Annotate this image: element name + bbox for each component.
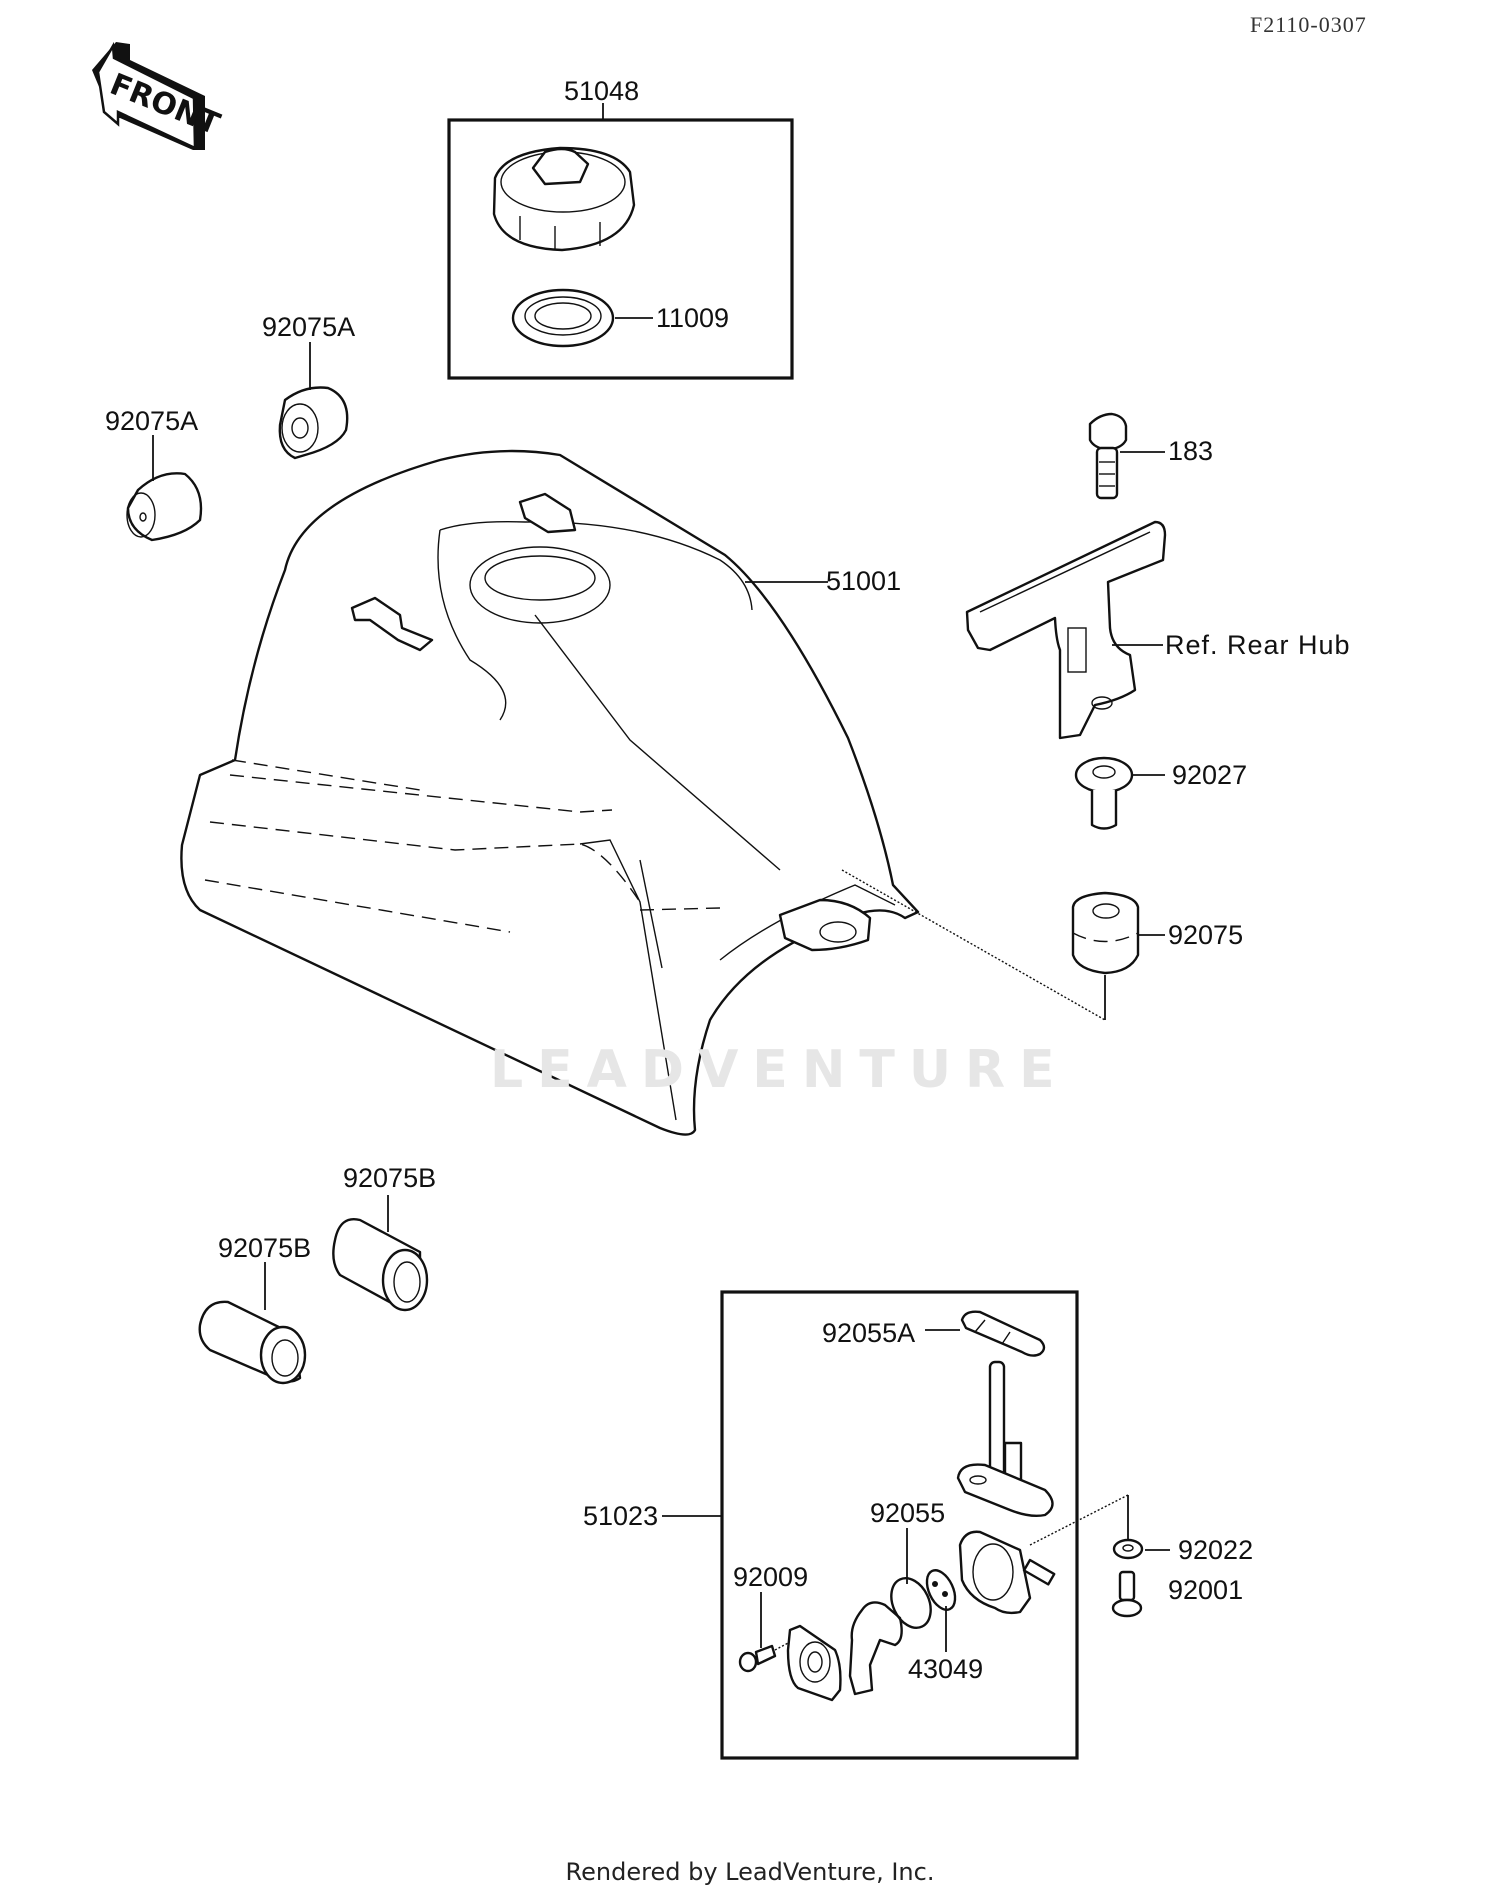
- label-92001[interactable]: 92001: [1168, 1575, 1244, 1605]
- filter-43049[interactable]: [921, 1566, 961, 1614]
- kit-box-51023: [720, 1290, 1079, 1760]
- label-43049[interactable]: 43049: [908, 1654, 984, 1684]
- label-92055[interactable]: 92055: [870, 1498, 946, 1528]
- fuel-cock[interactable]: [956, 1360, 1056, 1615]
- label-183[interactable]: 183: [1168, 436, 1214, 466]
- footer-credit: Rendered by LeadVenture, Inc.: [565, 1858, 935, 1886]
- screw-92009[interactable]: [738, 1644, 777, 1673]
- label-92075A-upper[interactable]: 92075A: [262, 312, 356, 342]
- rear-hub-bracket[interactable]: [965, 520, 1167, 740]
- label-51023[interactable]: 51023: [583, 1501, 659, 1531]
- label-92075[interactable]: 92075: [1168, 920, 1244, 950]
- kit-box-51048: [447, 118, 794, 380]
- gasket-92055A[interactable]: [960, 1310, 1046, 1357]
- label-92027[interactable]: 92027: [1172, 760, 1248, 790]
- front-arrow-icon: FRONT: [92, 41, 225, 150]
- sleeve-92075B-left[interactable]: [198, 1300, 307, 1385]
- diagram-code: F2110-0307: [1250, 12, 1367, 37]
- fuel-cap[interactable]: [492, 146, 636, 252]
- label-92055A[interactable]: 92055A: [822, 1318, 916, 1348]
- filter-bowl[interactable]: [848, 1601, 903, 1696]
- bolt-183[interactable]: [1088, 412, 1128, 500]
- cap-gasket[interactable]: [511, 288, 615, 348]
- label-92075A-lower[interactable]: 92075A: [105, 406, 199, 436]
- label-92075B-left[interactable]: 92075B: [218, 1233, 312, 1263]
- label-ref-rear-hub[interactable]: Ref. Rear Hub: [1165, 630, 1351, 660]
- cushion-92075A-upper[interactable]: [278, 386, 349, 460]
- sleeve-92075B-right[interactable]: [332, 1218, 429, 1312]
- label-92022[interactable]: 92022: [1178, 1535, 1254, 1565]
- watermark: LEADVENTURE: [490, 1040, 1069, 1100]
- fuel-tank[interactable]: [180, 449, 920, 1136]
- label-51048[interactable]: 51048: [564, 76, 640, 106]
- collar-92027[interactable]: [1074, 756, 1134, 830]
- screw-92001[interactable]: [1111, 1570, 1143, 1618]
- label-51001[interactable]: 51001: [826, 566, 902, 596]
- filter-cover-plate[interactable]: [786, 1624, 842, 1702]
- label-11009[interactable]: 11009: [656, 303, 730, 333]
- cushion-92075A-lower[interactable]: [126, 472, 203, 542]
- washer-92022[interactable]: [1112, 1538, 1144, 1560]
- label-92075B-right[interactable]: 92075B: [343, 1163, 437, 1193]
- label-92009[interactable]: 92009: [733, 1562, 809, 1592]
- o-ring-92055[interactable]: [884, 1572, 939, 1634]
- damper-92075[interactable]: [1071, 891, 1140, 975]
